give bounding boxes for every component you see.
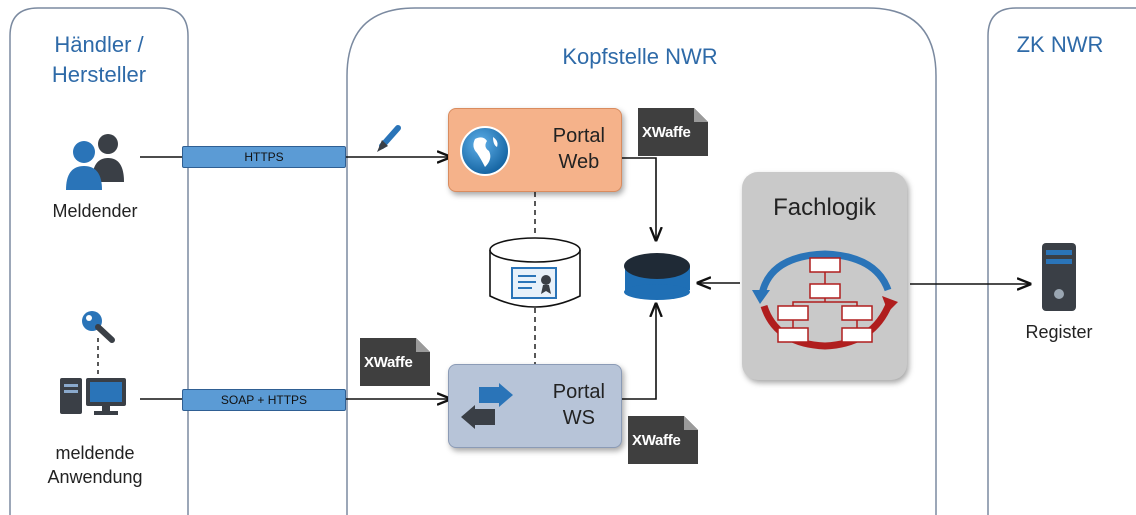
zone-haendler-frame xyxy=(9,7,189,515)
xwaffe-badge-app-text: XWaffe xyxy=(364,354,413,371)
zone-kopfstelle-frame xyxy=(346,7,937,515)
zone-title-haendler-line1: Händler / xyxy=(54,32,144,57)
portal-ws-label: Portal WS xyxy=(553,379,605,431)
key-icon xyxy=(82,311,115,343)
xwaffe-badge-ws-text: XWaffe xyxy=(632,432,681,449)
arrow-ws-to-db xyxy=(620,304,656,400)
server-icon xyxy=(1042,243,1076,311)
register-label: Register xyxy=(1025,322,1093,342)
zone-title-kopfstelle: Kopfstelle NWR xyxy=(562,44,718,69)
xwaffe-badge-web-text: XWaffe xyxy=(642,124,691,141)
portal-ws-line2: WS xyxy=(562,407,595,429)
portal-web-label: Portal Web xyxy=(553,123,605,175)
zone-title-haendler-line2: Hersteller xyxy=(51,62,147,87)
users-icon xyxy=(66,134,124,190)
workstation-icon xyxy=(60,378,126,415)
portal-web-box: Portal Web xyxy=(448,108,622,192)
exchange-arrows-icon xyxy=(461,383,513,429)
portal-ws-box: Portal WS xyxy=(448,364,622,448)
portal-web-line2: Web xyxy=(558,151,600,173)
app-label-line2: Anwendung xyxy=(47,467,143,487)
pencil-icon xyxy=(377,125,401,152)
meldender-label: Meldender xyxy=(52,201,138,221)
process-flow-icon xyxy=(752,250,898,350)
portal-web-line1: Portal xyxy=(552,125,605,147)
https-bar: HTTPS xyxy=(182,146,346,168)
meldende-anwendung-label: meldende Anwendung xyxy=(22,441,168,489)
globe-icon xyxy=(460,126,510,176)
fachlogik-title: Fachlogik xyxy=(773,194,876,221)
document-icon xyxy=(628,416,698,464)
document-icon xyxy=(638,108,708,156)
portal-ws-line1: Portal xyxy=(552,381,605,403)
document-icon xyxy=(360,338,430,386)
xwaffe-badge-app: XWaffe xyxy=(360,338,430,386)
certificate-storage-icon xyxy=(489,237,581,308)
database-icon xyxy=(624,253,690,300)
soap-https-bar: SOAP + HTTPS xyxy=(182,389,346,411)
zone-zk-frame xyxy=(987,7,1136,515)
xwaffe-badge-ws: XWaffe xyxy=(628,416,698,464)
zone-title-zk: ZK NWR xyxy=(1016,32,1104,57)
app-label-line1: meldende xyxy=(55,443,135,463)
zone-title-haendler: Händler / Hersteller xyxy=(24,30,174,90)
xwaffe-badge-web: XWaffe xyxy=(638,108,708,156)
arrow-web-to-db xyxy=(622,157,656,240)
fachlogik-box: Fachlogik xyxy=(742,172,907,380)
